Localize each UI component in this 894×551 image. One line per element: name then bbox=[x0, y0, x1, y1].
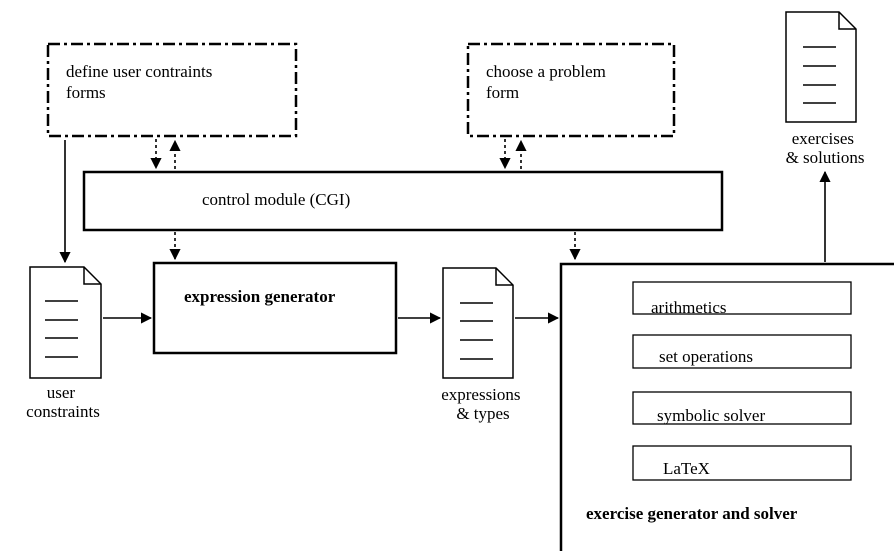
exercise-generator-box: exercise generator and solver bbox=[559, 262, 894, 551]
submodule-arithmetics: arithmetics bbox=[632, 281, 852, 317]
define-forms-label: define user contraints forms bbox=[66, 62, 217, 102]
define-forms-line-1: define user contraints bbox=[66, 62, 212, 81]
control-module-label: control module (CGI) bbox=[202, 190, 350, 209]
expressions-types-label: expressions & types bbox=[441, 385, 525, 423]
user-constraints-line-1: user bbox=[47, 383, 76, 402]
exercises-solutions-label: exercises & solutions bbox=[786, 129, 865, 167]
submodule-symbolic-solver: symbolic solver bbox=[632, 391, 852, 425]
control-module-box: control module (CGI) bbox=[82, 170, 724, 232]
submodule-symbolic-solver-label: symbolic solver bbox=[657, 406, 765, 425]
choose-form-line-1: choose a problem bbox=[486, 62, 606, 81]
submodule-set-operations-label: set operations bbox=[659, 347, 753, 366]
user-constraints-line-2: constraints bbox=[26, 402, 100, 421]
submodule-latex-label: LaTeX bbox=[663, 459, 710, 478]
define-forms-box: define user contraints forms bbox=[46, 42, 298, 138]
expression-generator-box: expression generator bbox=[152, 261, 398, 355]
user-constraints-document-icon bbox=[29, 266, 102, 379]
choose-form-label: choose a problem form bbox=[486, 62, 610, 102]
expressions-types-line-2: & types bbox=[456, 404, 509, 423]
expressions-types-document-icon bbox=[442, 267, 514, 379]
exercises-solutions-line-2: & solutions bbox=[786, 148, 865, 167]
exercises-solutions-document-icon bbox=[785, 11, 857, 123]
choose-form-box: choose a problem form bbox=[466, 42, 676, 138]
expression-generator-label: expression generator bbox=[184, 287, 336, 306]
expressions-types-line-1: expressions bbox=[441, 385, 520, 404]
submodule-latex: LaTeX bbox=[632, 445, 852, 481]
choose-form-line-2: form bbox=[486, 83, 519, 102]
define-forms-line-2: forms bbox=[66, 83, 106, 102]
exercise-generator-label: exercise generator and solver bbox=[586, 504, 798, 523]
submodule-set-operations: set operations bbox=[632, 334, 852, 369]
exercises-solutions-line-1: exercises bbox=[792, 129, 854, 148]
user-constraints-label: user constraints bbox=[26, 383, 100, 421]
submodule-arithmetics-label: arithmetics bbox=[651, 298, 727, 317]
